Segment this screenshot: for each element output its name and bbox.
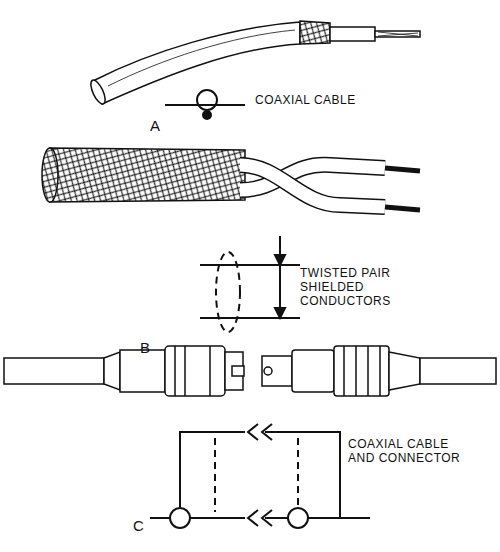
coaxial-connector-drawing <box>4 346 496 396</box>
part-letter: A <box>150 118 170 134</box>
part-letter: B <box>140 340 160 356</box>
coaxial-connector-symbol <box>150 424 370 528</box>
coaxial-cable-drawing <box>88 21 420 106</box>
coaxial-cable-symbol <box>165 90 245 119</box>
twisted-pair-drawing <box>42 148 420 210</box>
part-letter: C <box>133 518 153 534</box>
cable-label: COAXIAL CABLE AND CONNECTOR <box>348 437 468 465</box>
twisted-pair-symbol <box>200 236 300 332</box>
cable-label: TWISTED PAIR SHIELDED CONDUCTORS <box>300 266 420 308</box>
cable-label: COAXIAL CABLE <box>255 93 365 107</box>
